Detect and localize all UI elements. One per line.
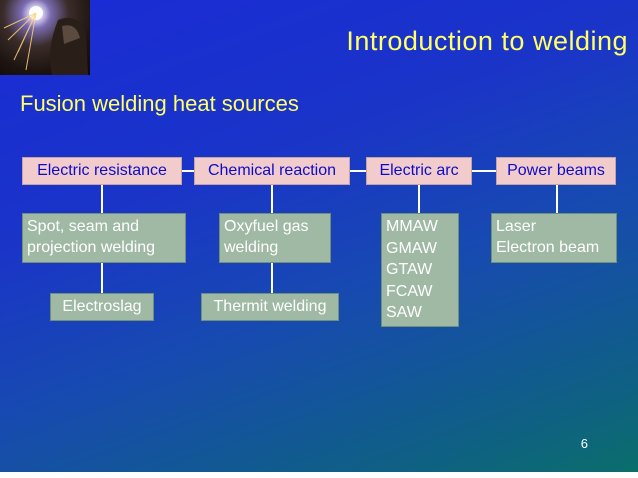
item-line: Spot, seam and: [27, 218, 140, 235]
category-electric-resistance: Electric resistance: [22, 157, 182, 185]
item-line: Electron beam: [496, 239, 600, 256]
connector-line: [271, 185, 273, 213]
item-oxyfuel-gas-welding: Oxyfuel gas welding: [219, 213, 331, 263]
item-line: GTAW: [386, 261, 433, 278]
connector-line: [101, 263, 103, 293]
bottom-strip: [0, 472, 638, 478]
slide-subtitle: Fusion welding heat sources: [20, 91, 299, 116]
item-line: Electroslag: [62, 298, 142, 315]
item-line: FCAW: [386, 282, 433, 300]
connector-line: [182, 170, 194, 172]
slide-title: Introduction to welding: [346, 26, 628, 56]
page-number: 6: [580, 436, 588, 451]
connector-line: [271, 263, 273, 293]
welding-photo-icon: [0, 0, 90, 75]
item-power-beams-processes: Laser Electron beam: [491, 213, 617, 263]
item-electroslag: Electroslag: [50, 293, 154, 321]
item-line: GMAW: [386, 239, 437, 257]
connector-line: [418, 185, 420, 213]
connector-line: [472, 170, 496, 172]
connector-line: [556, 185, 558, 213]
connector-line: [101, 185, 103, 213]
item-spot-seam-projection: Spot, seam and projection welding: [22, 213, 186, 263]
item-line: SAW: [386, 304, 422, 321]
item-line: Oxyfuel gas: [224, 218, 309, 235]
connector-line: [350, 170, 366, 172]
item-electric-arc-processes: MMAW GMAW GTAW FCAW SAW: [381, 213, 459, 327]
item-line: Thermit welding: [213, 298, 327, 315]
item-thermit-welding: Thermit welding: [201, 293, 339, 321]
item-line: MMAW: [386, 218, 438, 235]
item-line: projection welding: [27, 239, 156, 256]
category-electric-arc: Electric arc: [366, 157, 472, 185]
item-line: welding: [224, 239, 279, 256]
category-chemical-reaction: Chemical reaction: [194, 157, 350, 185]
item-line: Laser: [496, 218, 537, 235]
category-power-beams: Power beams: [496, 157, 616, 185]
